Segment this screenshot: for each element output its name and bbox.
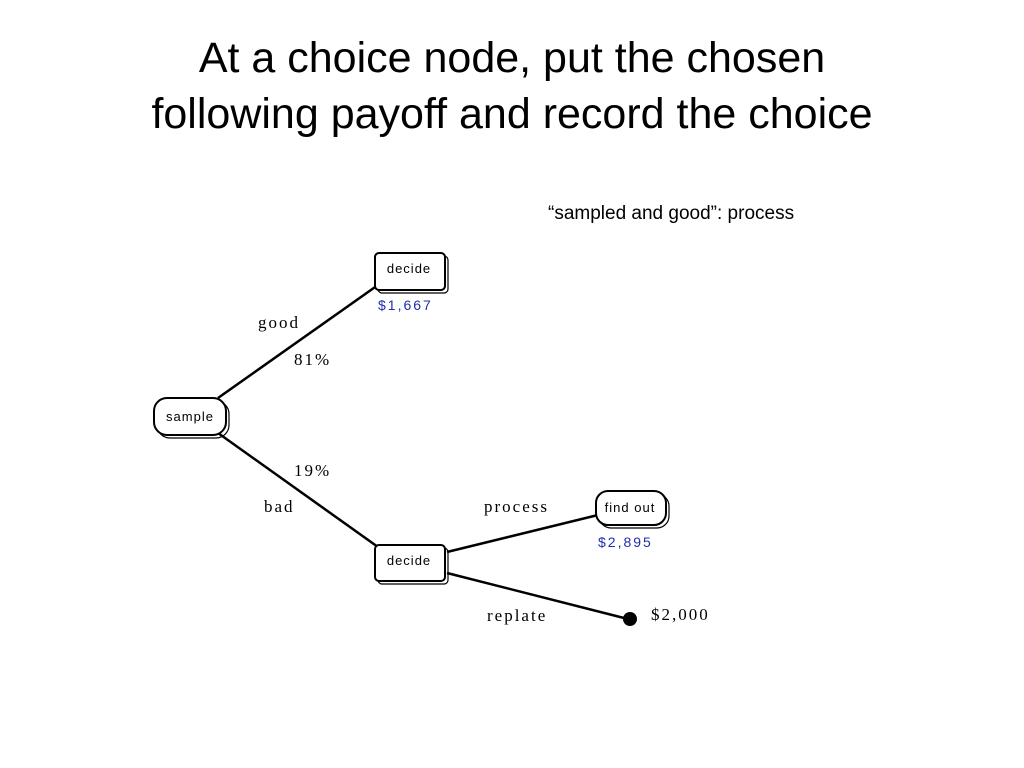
slide-title-line-1: At a choice node, put the chosen bbox=[198, 34, 826, 82]
payoff-decide-top: $1,667 bbox=[378, 297, 433, 313]
branch-replate-label: replate bbox=[487, 606, 547, 625]
slide-title: At a choice node, put the chosen followi… bbox=[0, 30, 1024, 142]
edge-good bbox=[217, 283, 379, 400]
slide-title-line-2: following payoff and record the choice bbox=[151, 90, 873, 138]
node-sample-label: sample bbox=[166, 409, 214, 424]
node-sample: sample bbox=[153, 397, 230, 439]
branch-good-probability: 81% bbox=[294, 350, 331, 369]
node-find-out: find out bbox=[595, 490, 670, 529]
node-sample-box bbox=[153, 397, 227, 436]
edge-process bbox=[446, 513, 599, 554]
payoff-find-out: $2,895 bbox=[598, 534, 653, 550]
node-decide-top-box bbox=[374, 252, 446, 291]
slide-note: “sampled and good”: process bbox=[548, 203, 795, 224]
branch-process-label: process bbox=[484, 497, 549, 516]
node-decide-bottom-label: decide bbox=[387, 553, 431, 568]
branch-good-label: good bbox=[258, 313, 300, 332]
node-find-out-label: find out bbox=[605, 500, 656, 515]
node-decide-top: decide bbox=[374, 252, 449, 294]
branch-bad-label: bad bbox=[264, 497, 295, 516]
payoff-terminal: $2,000 bbox=[651, 605, 710, 624]
edge-replate bbox=[446, 571, 625, 620]
node-decide-top-label: decide bbox=[387, 261, 431, 276]
terminal-node-icon bbox=[623, 612, 637, 626]
node-decide-bottom-box bbox=[374, 544, 446, 582]
node-decide-bottom: decide bbox=[374, 544, 449, 585]
node-find-out-box bbox=[595, 490, 667, 526]
branch-bad-probability: 19% bbox=[294, 461, 331, 480]
edge-bad bbox=[217, 431, 379, 549]
